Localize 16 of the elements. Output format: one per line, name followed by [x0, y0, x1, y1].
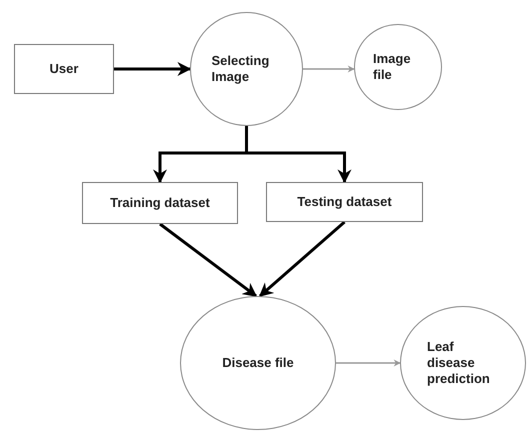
process-box [266, 182, 423, 222]
arrow [114, 62, 192, 76]
node-label: Testing dataset [297, 194, 392, 210]
node-label: Leaf disease prediction [427, 338, 491, 388]
node-label: User [50, 60, 78, 78]
node-label: Selecting Image [212, 52, 270, 86]
node-label: Disease file [222, 354, 294, 372]
arrow [303, 66, 355, 72]
process-box [14, 44, 114, 94]
arrow [159, 222, 258, 298]
node-label: Image file [373, 50, 412, 84]
node-label: Training dataset [110, 194, 210, 212]
arrow [336, 360, 401, 366]
arrow [245, 126, 352, 184]
process-box [82, 182, 238, 224]
arrow [258, 220, 346, 298]
